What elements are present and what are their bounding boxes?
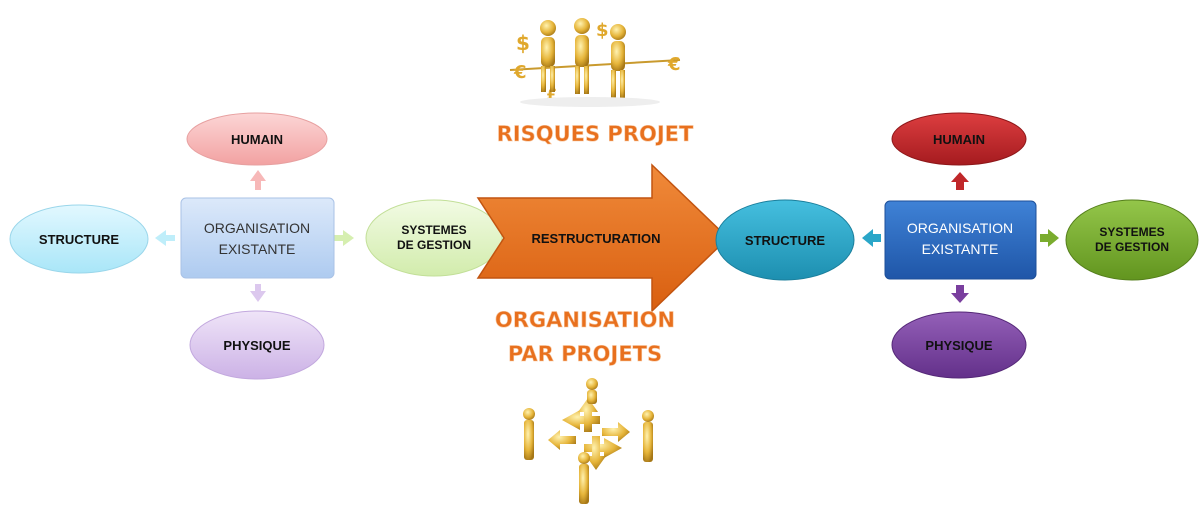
right-center-box [884, 200, 1037, 280]
right-arrow-up-icon [951, 172, 969, 190]
right-center-label-2: EXISTANTE [922, 241, 999, 257]
svg-text:€: € [513, 62, 527, 83]
organisation-par-projets-line2: PAR PROJETS [508, 342, 662, 366]
left-arrow-left-icon [155, 230, 175, 246]
left-center-box [180, 197, 335, 279]
big-arrow-shape [476, 163, 730, 313]
right-systemes-ellipse [1065, 199, 1199, 281]
left-arrow-down-icon [250, 284, 266, 302]
risques-projet-title: RISQUES PROJET [497, 122, 694, 146]
right-structure-label: STRUCTURE [745, 233, 825, 248]
left-humain-label: HUMAIN [231, 132, 283, 147]
right-systemes-label-1: SYSTEMES [1099, 225, 1164, 239]
svg-text:£: £ [546, 85, 557, 104]
left-physique-ellipse [189, 310, 325, 380]
svg-text:€: € [667, 54, 681, 75]
big-arrow-label: RESTRUCTURATION [531, 231, 660, 246]
svg-text:$: $ [516, 31, 530, 55]
left-systemes-ellipse [365, 199, 503, 277]
right-arrow-down-icon [951, 285, 969, 303]
left-humain-ellipse [186, 112, 328, 166]
right-arrow-right-icon [1040, 229, 1059, 247]
right-physique-label: PHYSIQUE [925, 338, 993, 353]
left-center-label-2: EXISTANTE [219, 241, 296, 257]
right-systemes-label-2: DE GESTION [1095, 240, 1169, 254]
restructuration-arrow: RESTRUCTURATION [476, 163, 730, 313]
left-arrow-up-icon [250, 170, 266, 190]
left-center-label-1: ORGANISATION [204, 220, 310, 236]
right-center-label-1: ORGANISATION [907, 220, 1013, 236]
right-physique-ellipse [891, 311, 1027, 379]
left-physique-label: PHYSIQUE [223, 338, 291, 353]
right-arrow-left-icon [862, 229, 881, 247]
golden-men-puzzle-arrows-icon [523, 378, 654, 504]
left-diagram: ORGANISATION EXISTANTE HUMAIN STRUCTURE … [9, 112, 503, 380]
right-humain-label: HUMAIN [933, 132, 985, 147]
svg-text:$: $ [596, 20, 609, 41]
left-systemes-label-2: DE GESTION [397, 238, 471, 252]
left-arrow-right-icon [334, 230, 354, 246]
golden-men-money-icon: $ € $ € £ [509, 18, 681, 107]
left-structure-ellipse [9, 204, 149, 274]
right-humain-ellipse [891, 112, 1027, 166]
left-systemes-label-1: SYSTEMES [401, 223, 466, 237]
left-structure-label: STRUCTURE [39, 232, 119, 247]
right-structure-ellipse [715, 199, 855, 281]
right-diagram: ORGANISATION EXISTANTE HUMAIN STRUCTURE … [715, 112, 1199, 379]
organisation-par-projets-line1: ORGANISATION [495, 308, 675, 332]
